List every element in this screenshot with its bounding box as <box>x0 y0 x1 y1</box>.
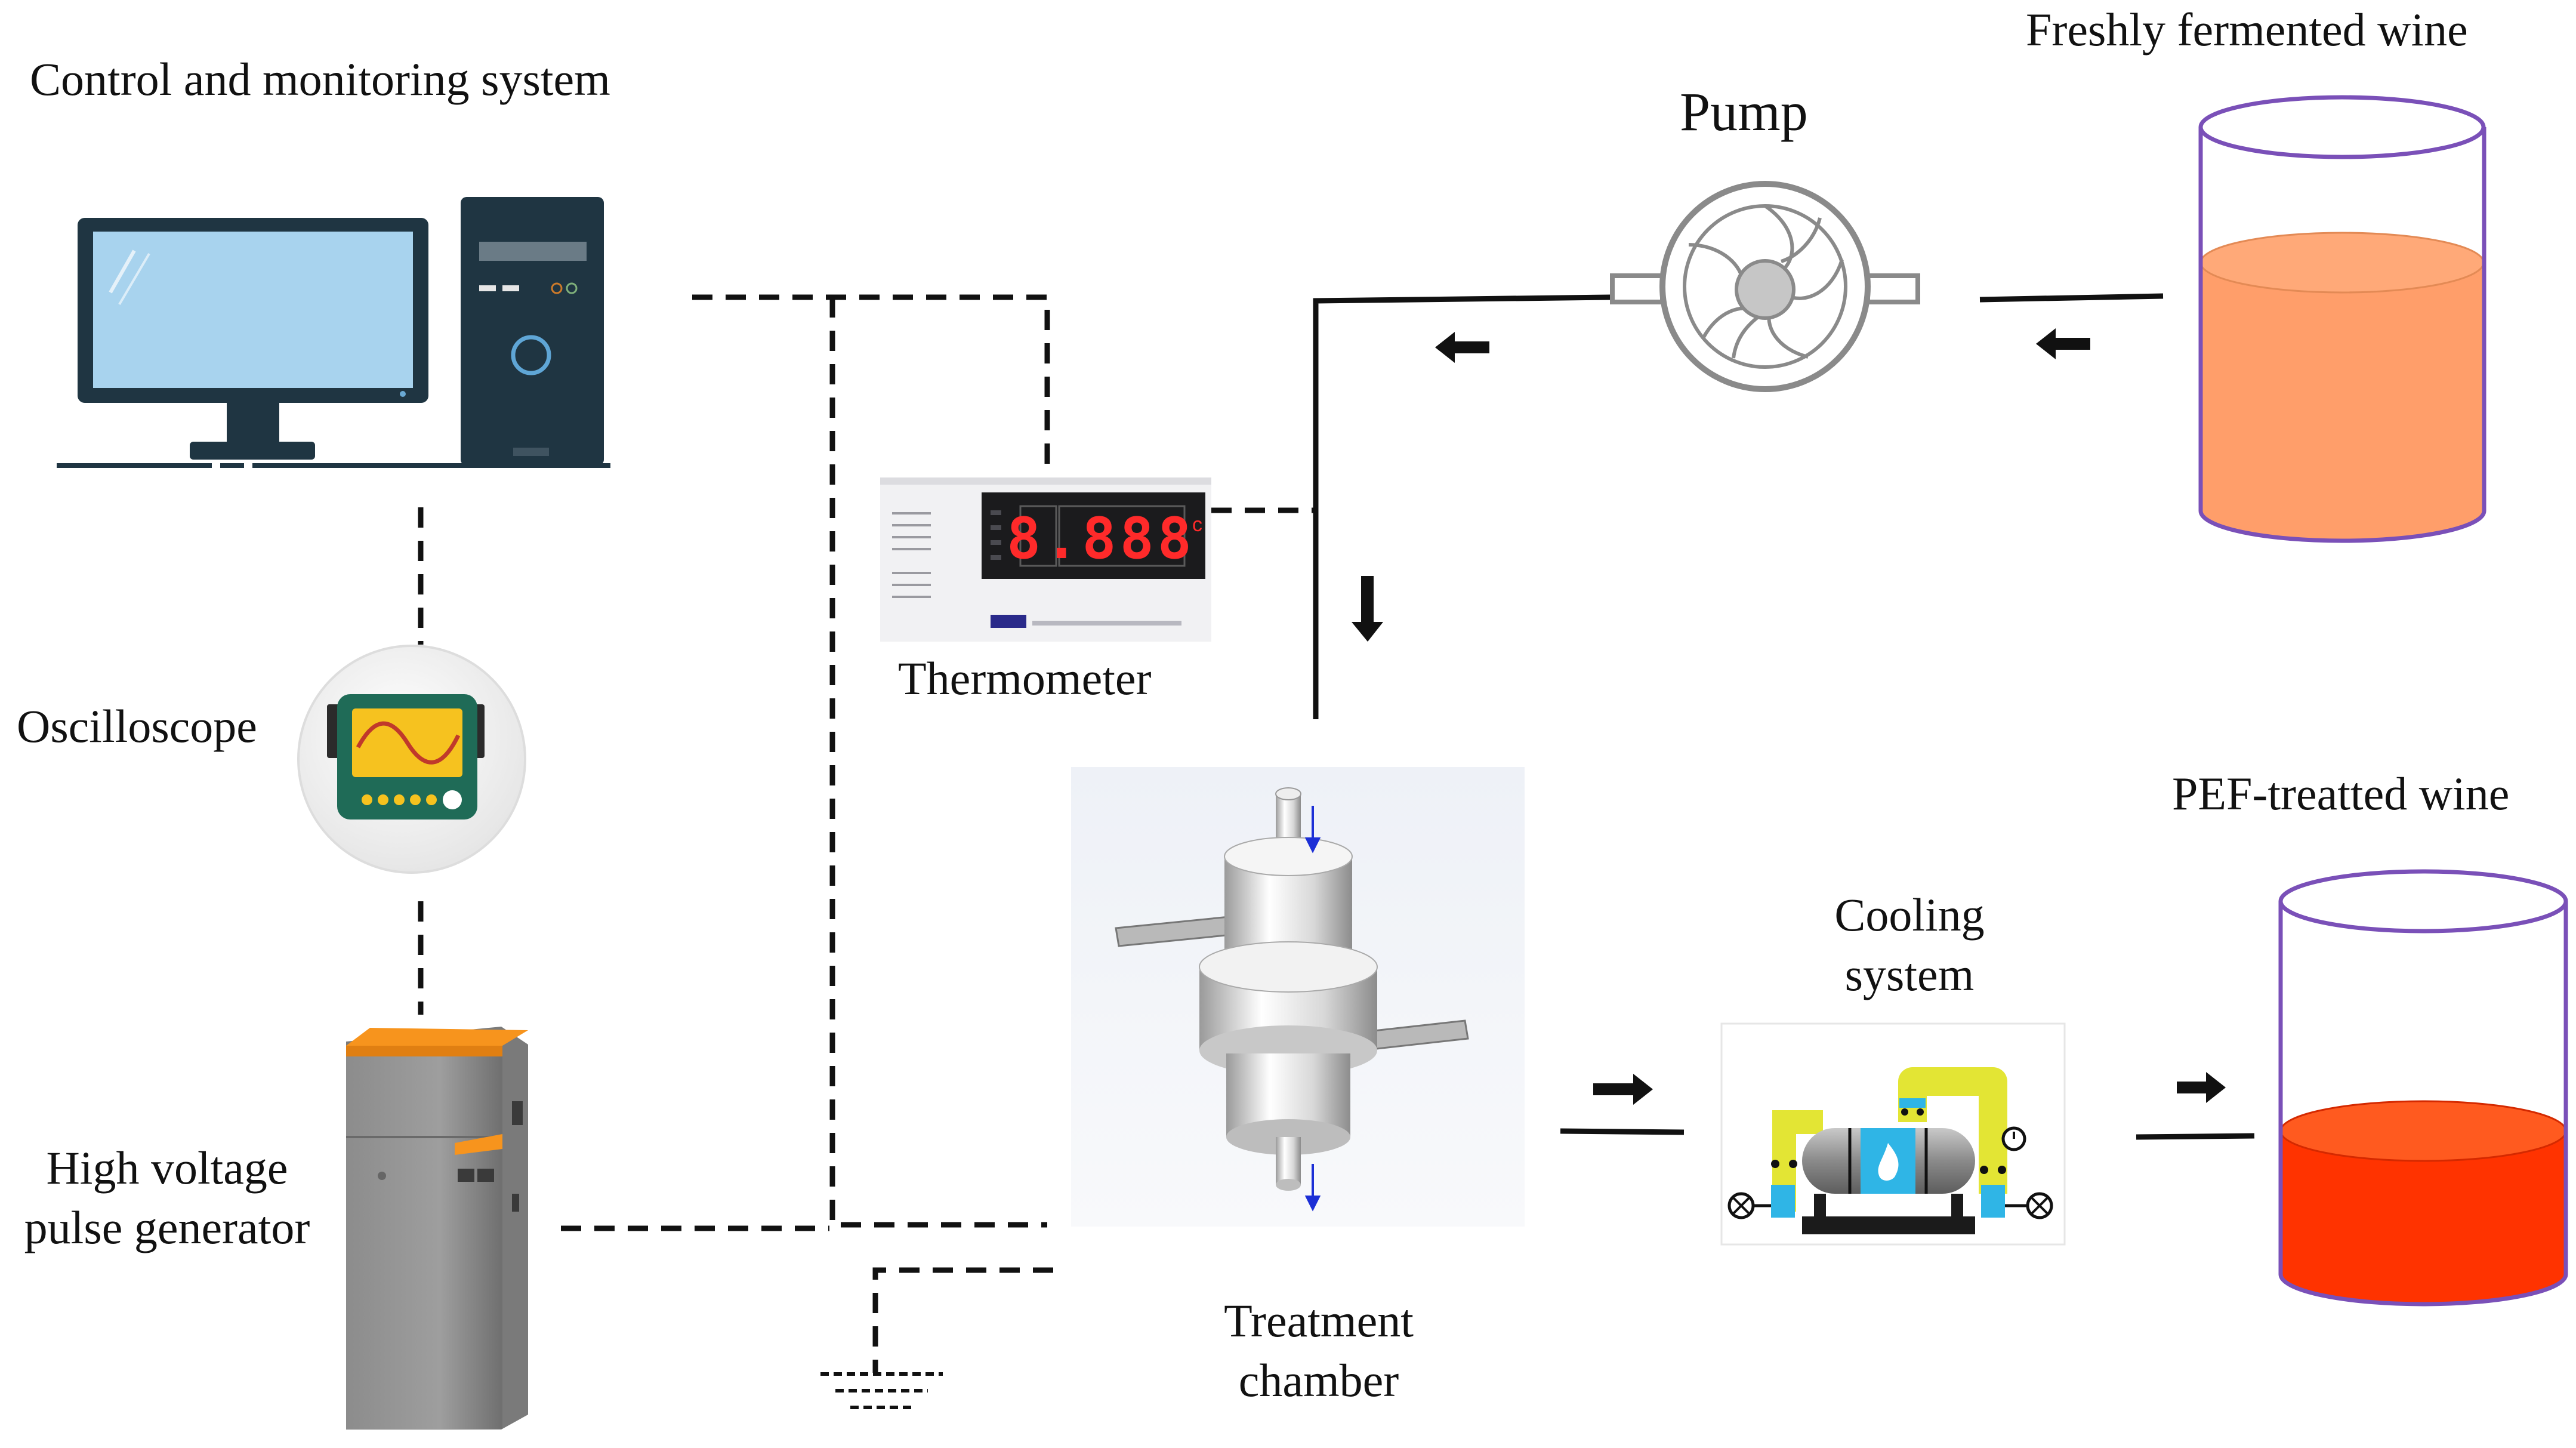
flow-pipes <box>1313 293 2255 1140</box>
thermometer-readout: 8.888 <box>1007 506 1195 572</box>
flow-arrow-icon <box>1593 1074 1653 1105</box>
label-oscilloscope: Oscilloscope <box>17 700 257 752</box>
label-hv-generator-line1: High voltage <box>46 1142 288 1194</box>
pump-to-chamber-pipe <box>1313 294 1612 719</box>
flow-arrow-icon <box>2036 328 2090 359</box>
flow-arrow-icon <box>2177 1072 2226 1103</box>
bus-vertical-line <box>829 297 1047 1228</box>
label-cooling-line1: Cooling <box>1834 889 1985 941</box>
label-hv-generator-line2: pulse generator <box>24 1201 310 1253</box>
pulse-generator-icon <box>346 1027 528 1429</box>
label-control-system: Control and monitoring system <box>30 53 610 105</box>
label-pump: Pump <box>1680 81 1808 142</box>
digital-thermometer-icon <box>880 477 1211 642</box>
fresh-wine-to-pump-pipe <box>1979 293 2164 303</box>
beaker-icon <box>2278 869 2568 1307</box>
treatment-chamber-icon <box>1071 767 1525 1227</box>
ground-line <box>872 1267 1053 1373</box>
computer-to-thermometer-line <box>692 294 1050 466</box>
flow-arrows <box>1352 328 2226 1105</box>
flow-arrow-icon <box>1435 332 1489 363</box>
beaker-icon <box>2198 95 2486 543</box>
cooling-system-icon <box>1720 1022 2066 1246</box>
signal-connections <box>418 294 1316 1373</box>
ground-symbol-icon <box>820 1372 943 1409</box>
pump-icon <box>1610 181 1920 392</box>
desktop-computer-icon <box>57 197 615 468</box>
oscilloscope-icon <box>297 645 526 874</box>
chamber-to-cooling-pipe <box>1560 1128 1685 1135</box>
label-treatment-line2: chamber <box>1238 1354 1399 1406</box>
label-thermometer: Thermometer <box>898 652 1152 704</box>
fresh-wine-liquid <box>2201 263 2484 541</box>
label-fresh-wine: Freshly fermented wine <box>2026 4 2468 56</box>
flow-arrow-icon <box>1352 576 1383 642</box>
label-pef-wine: PEF-treatted wine <box>2172 768 2510 819</box>
pef-wine-liquid <box>2281 1131 2566 1304</box>
cooling-to-pef-wine-pipe <box>2136 1133 2255 1140</box>
label-cooling-line2: system <box>1844 948 1975 1000</box>
label-treatment-line1: Treatment <box>1224 1295 1414 1347</box>
thermometer-unit: c <box>1192 513 1202 536</box>
